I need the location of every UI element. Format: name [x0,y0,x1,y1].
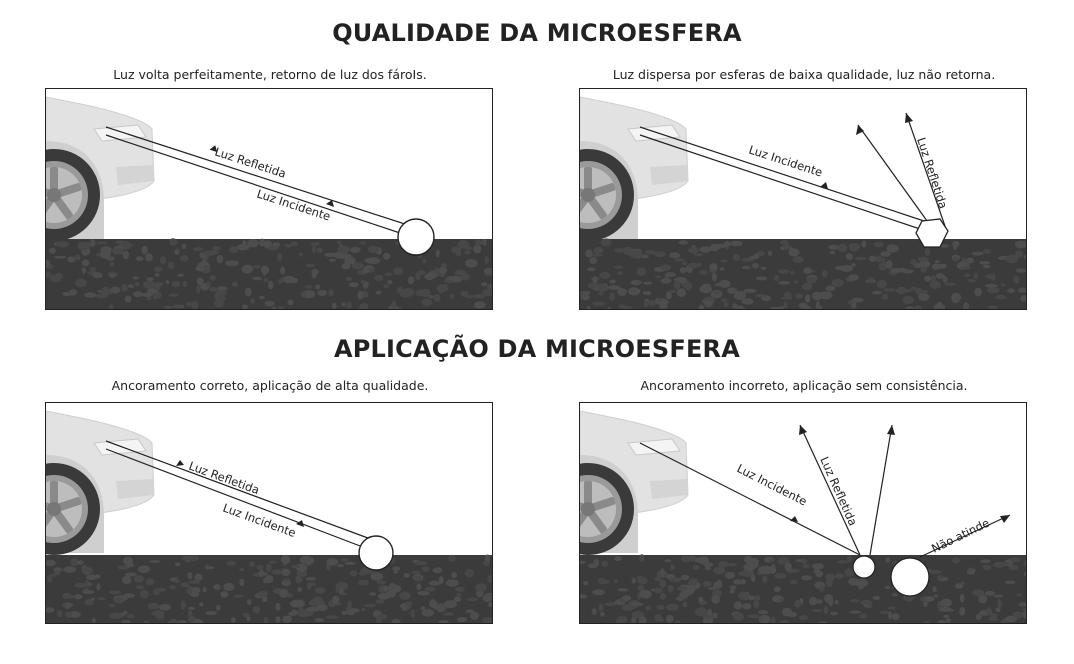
incident-light-ray [639,442,861,556]
arrow-incident [296,520,304,527]
reflected-ray-2 [869,424,893,556]
arrow-incident [326,200,334,207]
label-reflected: Luz Refletida [817,455,860,528]
low-quality-microsphere [915,218,949,248]
reflected-ray-1 [799,424,861,556]
reflected-light-ray [105,440,377,542]
reflected-light-ray [105,126,415,228]
caption-panel-2: Luz dispersa por esferas de baixa qualid… [612,67,996,82]
label-reflected: Luz Refletida [213,145,288,181]
microsphere-large [890,557,930,597]
microsphere [358,535,394,571]
arrow-incident [790,516,798,522]
panel-good-quality: Luz Refletida Luz Incidente [45,88,493,310]
panel-incorrect-anchoring: Luz Incidente Luz Refletida Não atinde [579,402,1027,624]
car-icon [46,96,155,241]
label-incident: Luz Incidente [747,143,824,180]
panel-correct-anchoring: Luz Refletida Luz Incidente [45,402,493,624]
caption-panel-4: Ancoramento incorreto, aplicação sem con… [640,378,968,393]
label-incident: Luz Incidente [255,187,332,224]
incident-light-ray-b [639,134,927,232]
caption-panel-1: Luz volta perfeitamente, retorno de luz … [113,67,427,82]
incident-light-ray [105,134,407,236]
arrow-incident [820,182,828,189]
section-title-quality: QUALIDADE DA MICROESFERA [332,19,742,47]
caption-panel-3: Ancoramento correto, aplicação de alta q… [111,378,429,393]
microsphere-small [852,555,876,579]
arrow-reflected-1 [799,425,807,435]
asphalt-stones [46,238,492,309]
incident-light-ray [105,448,369,550]
arrow-reflected [209,145,218,153]
arrow-reflected-2 [887,425,895,435]
label-incident: Luz Incidente [221,501,298,540]
section-title-application: APLICAÇÃO DA MICROESFERA [333,335,740,363]
label-reflected: Luz Refletida [187,459,261,498]
label-missed: Não atinde [929,516,992,556]
arrow-reflected [176,460,184,466]
scattered-ray-2 [905,112,947,230]
car-icon [46,410,155,555]
label-reflected: Luz Refletida [914,136,950,211]
car-icon [580,96,689,241]
arrow-scatter-1 [856,125,864,135]
car-icon [580,410,689,555]
label-incident: Luz Incidente [735,461,810,508]
panel-low-quality: Luz Incidente Luz Refletida [579,88,1027,310]
arrow-missed [1000,515,1010,523]
asphalt-stones [580,238,1026,309]
arrow-scatter-2 [905,113,913,123]
scattered-ray-1 [857,124,931,226]
missed-ray [919,514,1011,558]
microsphere [397,218,435,256]
incident-light-ray-a [639,126,931,224]
